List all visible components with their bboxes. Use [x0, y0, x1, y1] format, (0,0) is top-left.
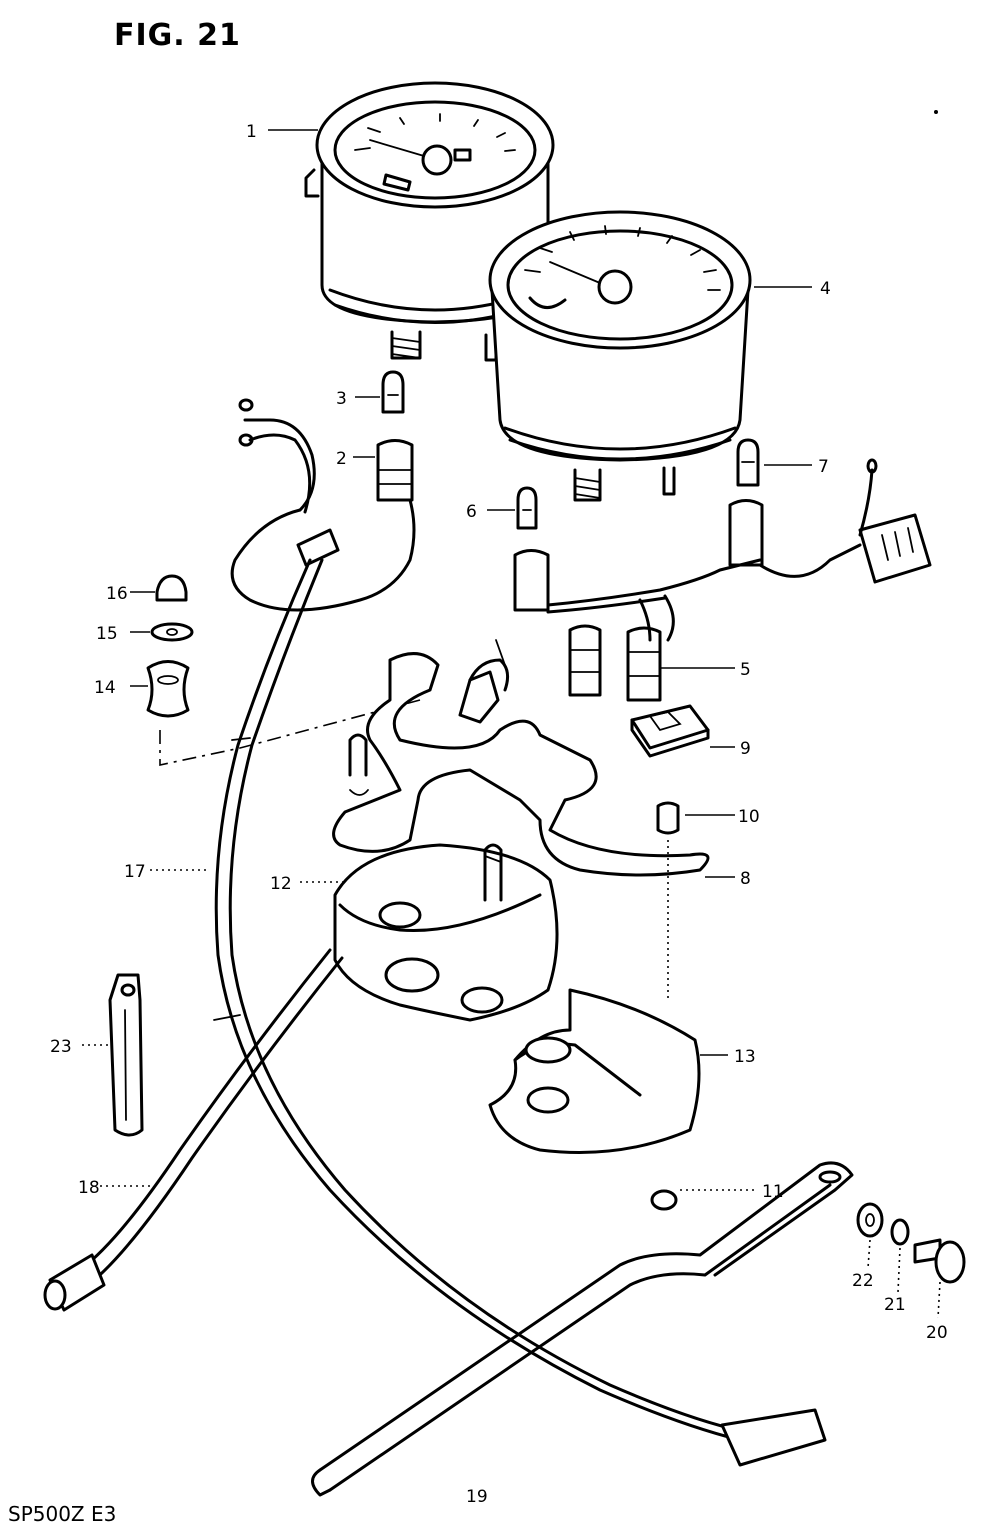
washer-22 — [856, 1202, 884, 1238]
callout-12: 12 — [270, 874, 292, 894]
model-code: SP500Z E3 — [8, 1502, 117, 1526]
cap-nut-16 — [155, 574, 188, 602]
callout-18: 18 — [78, 1178, 100, 1198]
rubber-cushion-9 — [630, 704, 710, 758]
callout-3: 3 — [336, 389, 347, 409]
callout-14: 14 — [94, 678, 116, 698]
stray-dot — [934, 110, 938, 114]
callout-2: 2 — [336, 449, 347, 469]
callout-5: 5 — [740, 660, 751, 680]
callout-9: 9 — [740, 739, 751, 759]
bulb-7 — [736, 438, 760, 487]
callout-22: 22 — [852, 1271, 874, 1291]
bolt-20 — [913, 1238, 966, 1284]
callout-23: 23 — [50, 1037, 72, 1057]
tachometer-cable-17 — [213, 528, 827, 1467]
grommet-14 — [146, 660, 190, 718]
nut-11 — [650, 1189, 678, 1211]
assembly-line-14 — [159, 699, 421, 766]
callout-6: 6 — [466, 502, 477, 522]
meter-case-12 — [333, 843, 559, 1022]
callout-1: 1 — [246, 122, 257, 142]
figure-title: FIG. 21 — [114, 18, 241, 53]
spacer-10 — [656, 801, 680, 835]
meter-bracket-8 — [332, 639, 710, 877]
callout-19: 19 — [466, 1487, 488, 1507]
callout-13: 13 — [734, 1047, 756, 1067]
bulb-6 — [516, 486, 538, 530]
lock-washer-21 — [890, 1218, 910, 1246]
callout-21: 21 — [884, 1295, 906, 1315]
callout-15: 15 — [96, 624, 118, 644]
callout-16: 16 — [106, 584, 128, 604]
callout-20: 20 — [926, 1323, 948, 1343]
callout-7: 7 — [818, 457, 829, 477]
clamp-23 — [108, 973, 144, 1137]
tachometer — [488, 210, 752, 502]
wiring-harness-5 — [513, 458, 932, 702]
callout-10: 10 — [738, 807, 760, 827]
bulb-3 — [381, 370, 405, 414]
stay-bracket-19 — [311, 1161, 854, 1497]
callout-labels: 1 2 3 4 5 6 7 8 9 10 11 12 13 14 15 16 1… — [50, 122, 948, 1507]
callout-4: 4 — [820, 279, 831, 299]
speedometer-cable-18 — [43, 948, 344, 1312]
callout-11: 11 — [762, 1182, 784, 1202]
washer-15 — [150, 622, 194, 642]
callout-17: 17 — [124, 862, 146, 882]
callout-8: 8 — [740, 869, 751, 889]
lower-cover-13 — [488, 988, 701, 1154]
leader-lines — [82, 129, 941, 1319]
lamp-socket-2 — [230, 398, 416, 612]
